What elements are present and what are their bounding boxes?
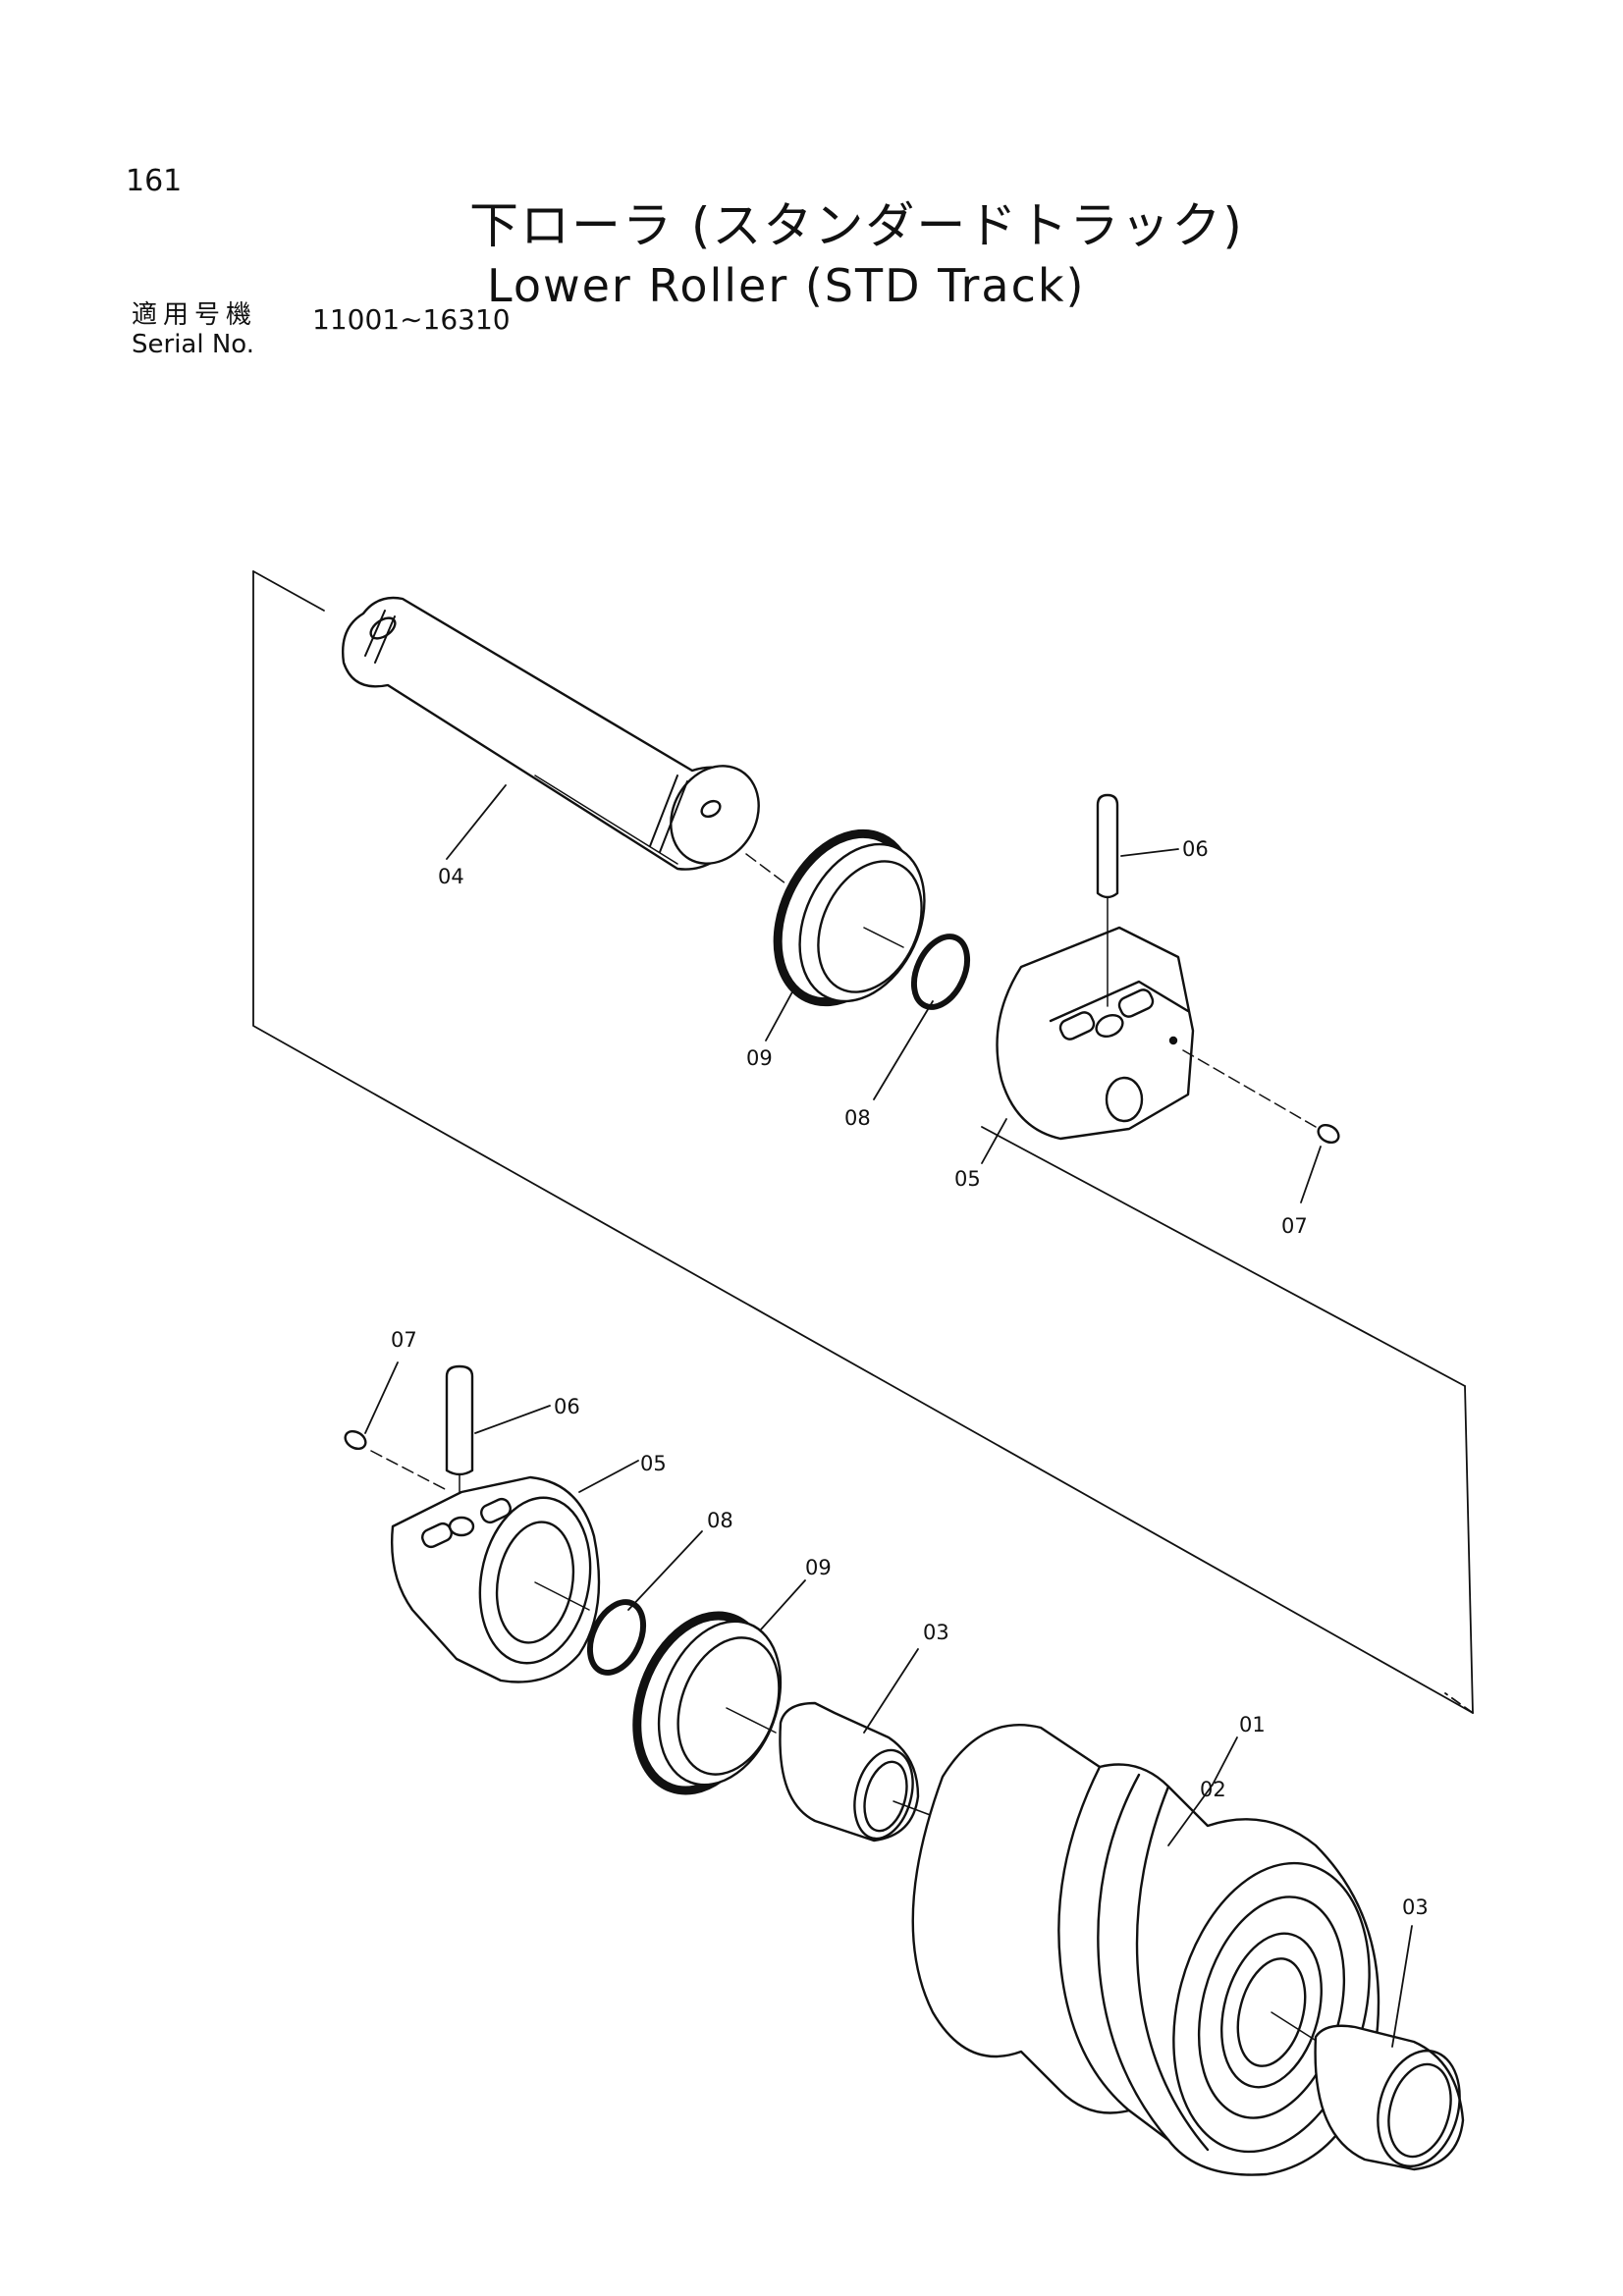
callout-07-lower: 07 (391, 1328, 417, 1352)
leader-line (1167, 1784, 1214, 1846)
upper-oring-part (910, 934, 971, 1010)
leader-line (364, 1362, 399, 1434)
lower-seal-part (632, 1611, 783, 1795)
callout-09-upper: 09 (746, 1046, 773, 1070)
serial-label-japanese: 適用号機 (132, 300, 258, 330)
centerline (745, 853, 786, 884)
leader-line (1391, 1925, 1413, 2048)
leader-line (863, 1648, 919, 1734)
left-bushing-part (779, 1701, 920, 1842)
leader-line (1212, 1736, 1238, 1786)
leader-line (1300, 1146, 1322, 1203)
serial-range: 11001∼16310 (312, 303, 511, 336)
lower-collar-part (391, 1475, 601, 1683)
centerline (370, 1450, 448, 1491)
upper-pin-part (1096, 793, 1119, 1007)
leader-line (981, 1118, 1007, 1164)
upper-collar-part (996, 926, 1195, 1141)
callout-01: 01 (1239, 1713, 1266, 1736)
callout-labels: 04 09 08 05 06 07 07 06 05 08 09 03 01 0… (391, 837, 1429, 1919)
serial-label-english: Serial No. (132, 330, 254, 359)
callout-06-upper: 06 (1182, 837, 1209, 861)
callout-03-left: 03 (923, 1621, 949, 1644)
callout-09-lower: 09 (805, 1556, 832, 1579)
centerline (534, 1581, 590, 1611)
shaft-part (342, 596, 760, 871)
upper-seal-part (773, 828, 926, 1007)
title-english: Lower Roller (STD Track) (487, 259, 1086, 312)
roller-body-part (911, 1724, 1380, 2176)
callout-05-lower: 05 (640, 1452, 667, 1475)
leader-line (578, 1460, 639, 1493)
leader-line (765, 986, 796, 1041)
callout-07-upper: 07 (1281, 1214, 1308, 1238)
leader-line (873, 1000, 934, 1100)
centerline (1182, 1049, 1317, 1128)
right-bushing-part (1314, 2024, 1465, 2171)
callout-05-upper: 05 (954, 1167, 981, 1191)
leader-line (627, 1530, 703, 1611)
title-japanese: 下ローラ (スタンダードトラック) (469, 197, 1244, 254)
leader-line (446, 784, 507, 860)
centerline (726, 1707, 777, 1734)
centerline (863, 927, 904, 948)
centerline (893, 1800, 934, 1817)
callout-03-right: 03 (1402, 1896, 1429, 1919)
lower-oring-part (586, 1599, 647, 1676)
leader-line (760, 1579, 806, 1630)
page-number: 161 (126, 164, 183, 198)
leader-line (474, 1405, 551, 1434)
lower-plug-part (344, 1429, 367, 1451)
callout-02: 02 (1200, 1778, 1226, 1801)
callout-08-lower: 08 (707, 1509, 733, 1532)
assembly-frame (252, 570, 1474, 1714)
leader-line (1120, 848, 1179, 857)
callout-08-upper: 08 (844, 1106, 871, 1130)
callout-04: 04 (438, 865, 464, 888)
upper-plug-part (1317, 1123, 1340, 1145)
callout-06-lower: 06 (554, 1395, 580, 1418)
